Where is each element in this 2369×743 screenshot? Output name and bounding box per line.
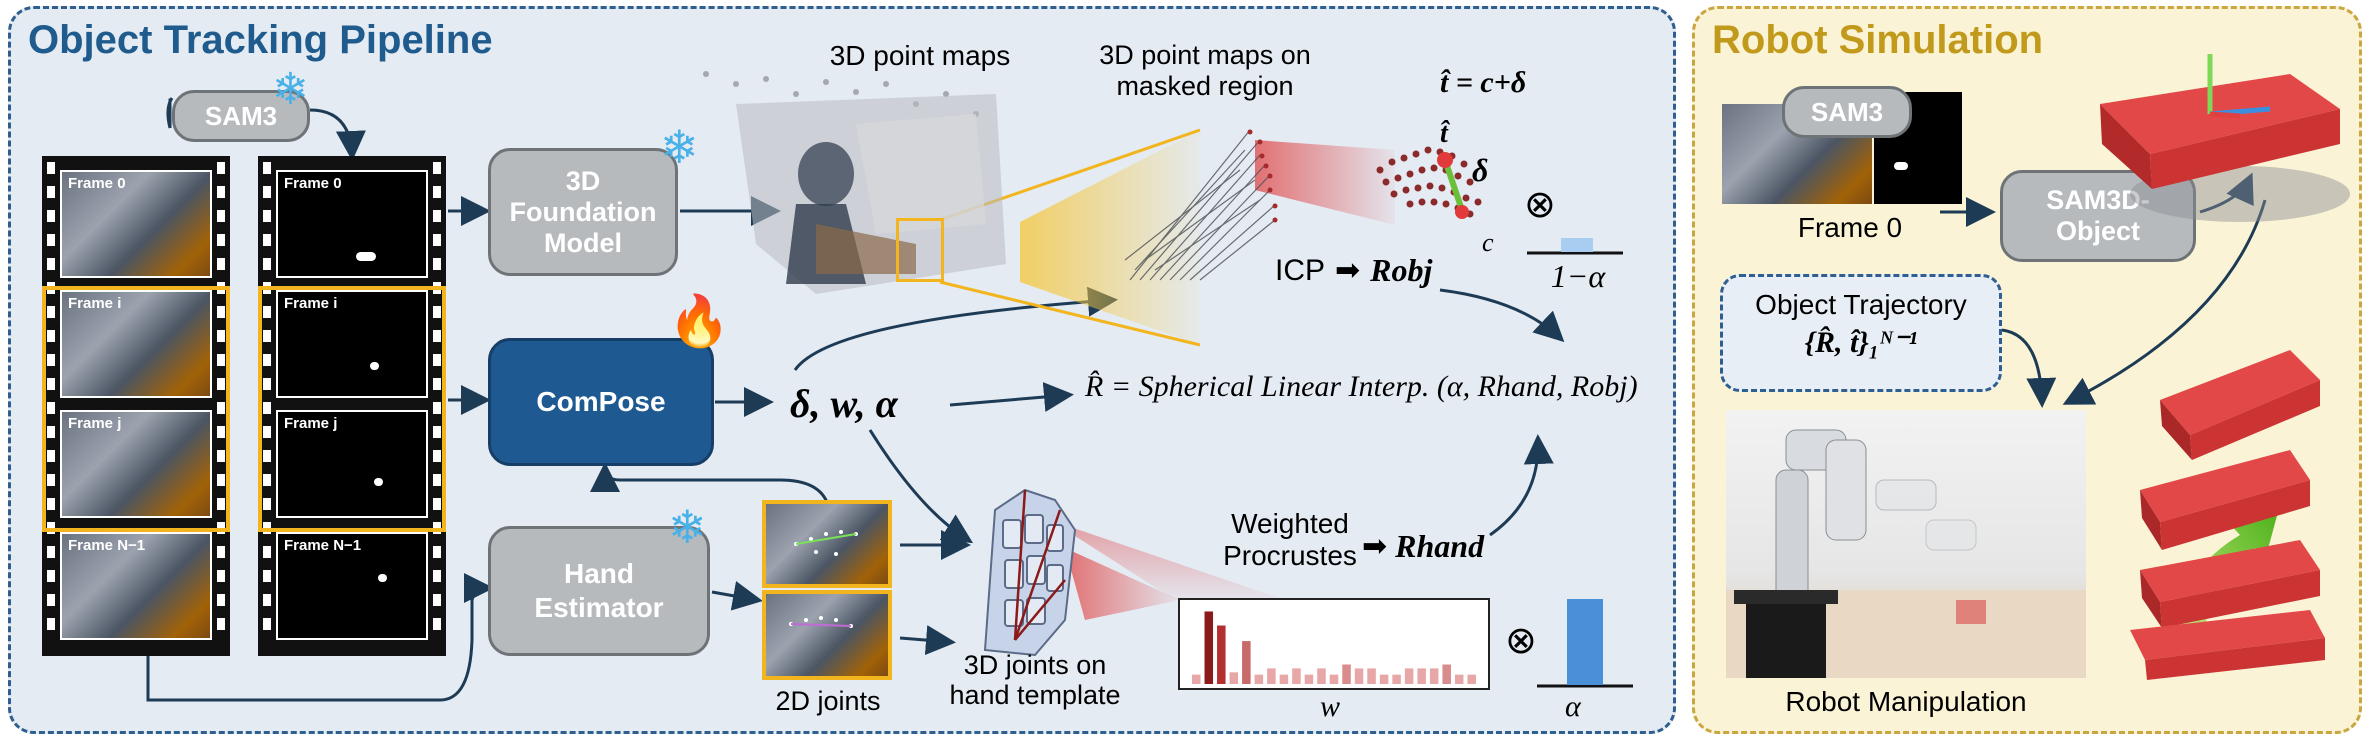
- fire-icon: 🔥: [668, 293, 731, 349]
- robot-arm-illustration: [1726, 429, 2086, 678]
- weight-bar: [1417, 668, 1426, 684]
- robot-scene: [1726, 410, 2086, 678]
- procrustes-arrow-row: ➡ Rhand: [1362, 528, 1484, 565]
- weight-bar: [1267, 668, 1276, 684]
- mask-frame-i: Frame i: [276, 290, 428, 398]
- box-trajectory-stack: [2130, 350, 2325, 680]
- weight-bar: [1379, 674, 1389, 684]
- mask-blob: [370, 362, 379, 370]
- right-arrow-icon: ➡: [1362, 530, 1388, 563]
- weight-bar: [1217, 625, 1226, 684]
- object-tracking-title: Object Tracking Pipeline: [28, 18, 493, 62]
- snowflake-icon: ❄: [668, 501, 707, 553]
- weights-axis-label: w: [1320, 690, 1341, 723]
- weight-bar: [1392, 674, 1401, 684]
- c-label: c: [1482, 228, 1494, 257]
- weight-bar: [1279, 674, 1289, 684]
- weighted-procrustes-label: Weighted Procrustes: [1223, 508, 1357, 571]
- weight-bar: [1367, 668, 1376, 684]
- weight-bar: [1204, 611, 1214, 684]
- rgb-film-strip: Frame 0 Frame i Frame j Frame N−1: [42, 156, 230, 656]
- joint-keypoints: [789, 616, 853, 628]
- icp-row: ICP ➡ Robj: [1275, 252, 1432, 289]
- robot-manipulation-label: Robot Manipulation: [1785, 686, 2027, 717]
- point-map-image: [703, 71, 1006, 294]
- mask-frame-n-1: Frame N−1: [276, 532, 428, 640]
- mask-frame-0: Frame 0: [276, 170, 428, 278]
- mask-highlight-box: [258, 286, 446, 532]
- weight-bar: [1342, 664, 1351, 684]
- weight-bar: [1442, 664, 1451, 684]
- right-frame0-label: Frame 0: [1797, 212, 1903, 243]
- object-trajectory-title: Object Trajectory: [1755, 289, 1967, 320]
- t-hat-equation: t̂ = c+δ: [1440, 66, 1527, 99]
- snowflake-icon: ❄: [660, 121, 699, 173]
- compose-outputs: δ, w, α: [790, 381, 898, 426]
- weight-bar: [1317, 668, 1326, 684]
- t-hat-label: t̂: [1440, 118, 1448, 149]
- weight-bar: [1192, 674, 1201, 684]
- compose-module: ComPose: [488, 338, 714, 466]
- multiply-icon: ⊗: [1524, 184, 1556, 226]
- foundation-model-module: 3D Foundation Model: [488, 148, 678, 276]
- object-point-cluster: [1376, 146, 1482, 219]
- alpha-chart: [1537, 599, 1633, 688]
- weight-bar: [1254, 674, 1264, 684]
- mask-blob: [374, 478, 383, 486]
- object-mesh-3d: [2100, 54, 2350, 222]
- multiply-icon: ⊗: [1505, 620, 1537, 662]
- joint-keypoints: [794, 530, 858, 556]
- r-hand-label: Rhand: [1395, 528, 1485, 564]
- sam3-module: SAM3: [172, 90, 310, 142]
- object-trajectory-box: Object Trajectory {R̂, t̂}₁ᴺ⁻¹: [1720, 274, 2002, 392]
- hand-2d-joints-bottom: [762, 590, 892, 680]
- right-arrow-icon: ➡: [1335, 254, 1361, 287]
- delta-label: δ: [1472, 152, 1489, 188]
- one-minus-alpha-chart: [1527, 238, 1623, 255]
- masked-point-cloud: [1124, 129, 1278, 281]
- weight-bar: [1292, 668, 1301, 684]
- sam3-module-right: SAM3: [1782, 86, 1912, 138]
- mask-blob: [378, 574, 387, 582]
- weight-bar: [1454, 674, 1464, 684]
- weight-bar: [1404, 668, 1414, 684]
- rgb-frame-0: Frame 0: [60, 170, 212, 278]
- weight-bar: [1242, 641, 1251, 684]
- alpha-bar: [1567, 599, 1603, 685]
- robot-simulation-title: Robot Simulation: [1712, 18, 2044, 62]
- mask-blob: [356, 252, 376, 261]
- one-minus-alpha-bar: [1561, 238, 1593, 252]
- weights-chart: [1192, 611, 1476, 684]
- hand-2d-joints-top: [762, 500, 892, 588]
- mask-film-strip: Frame 0 Frame i Frame j Frame N−1: [258, 156, 446, 656]
- mask-frame-j: Frame j: [276, 410, 428, 518]
- point-map-crop-box: [896, 218, 944, 282]
- one-minus-alpha-label: 1−α: [1550, 258, 1606, 294]
- rgb-frame-n-1: Frame N−1: [60, 532, 212, 640]
- joints-2d-label: 2D joints: [775, 686, 881, 716]
- hand-template-3d: [983, 488, 1077, 657]
- weight-bar: [1329, 674, 1339, 684]
- alpha-label: α: [1565, 690, 1581, 723]
- weight-bar: [1354, 668, 1364, 684]
- weight-bar: [1229, 672, 1239, 684]
- joints-3d-label: 3D joints on hand template: [949, 650, 1121, 710]
- mask-blob: [1894, 162, 1908, 170]
- weight-bar: [1467, 674, 1476, 684]
- rgb-highlight-box: [42, 286, 230, 532]
- object-trajectory-math: {R̂, t̂}₁ᴺ⁻¹: [1804, 326, 1918, 359]
- weights-chart-frame: [1178, 598, 1490, 690]
- icp-label: ICP: [1275, 253, 1326, 287]
- hand-estimator-module: Hand Estimator: [488, 526, 710, 656]
- point-maps-label: 3D point maps: [829, 40, 1011, 71]
- masked-point-maps-label: 3D point maps on masked region: [1099, 40, 1311, 101]
- r-obj-label: Robj: [1370, 252, 1433, 288]
- rgb-frame-j: Frame j: [60, 410, 212, 518]
- snowflake-icon: ❄: [272, 65, 309, 114]
- weight-bar: [1429, 668, 1439, 684]
- rgb-frame-i: Frame i: [60, 290, 212, 398]
- weight-bar: [1304, 674, 1314, 684]
- slerp-equation: R̂ = Spherical Linear Interp. (α, Rhand,…: [1085, 370, 1638, 403]
